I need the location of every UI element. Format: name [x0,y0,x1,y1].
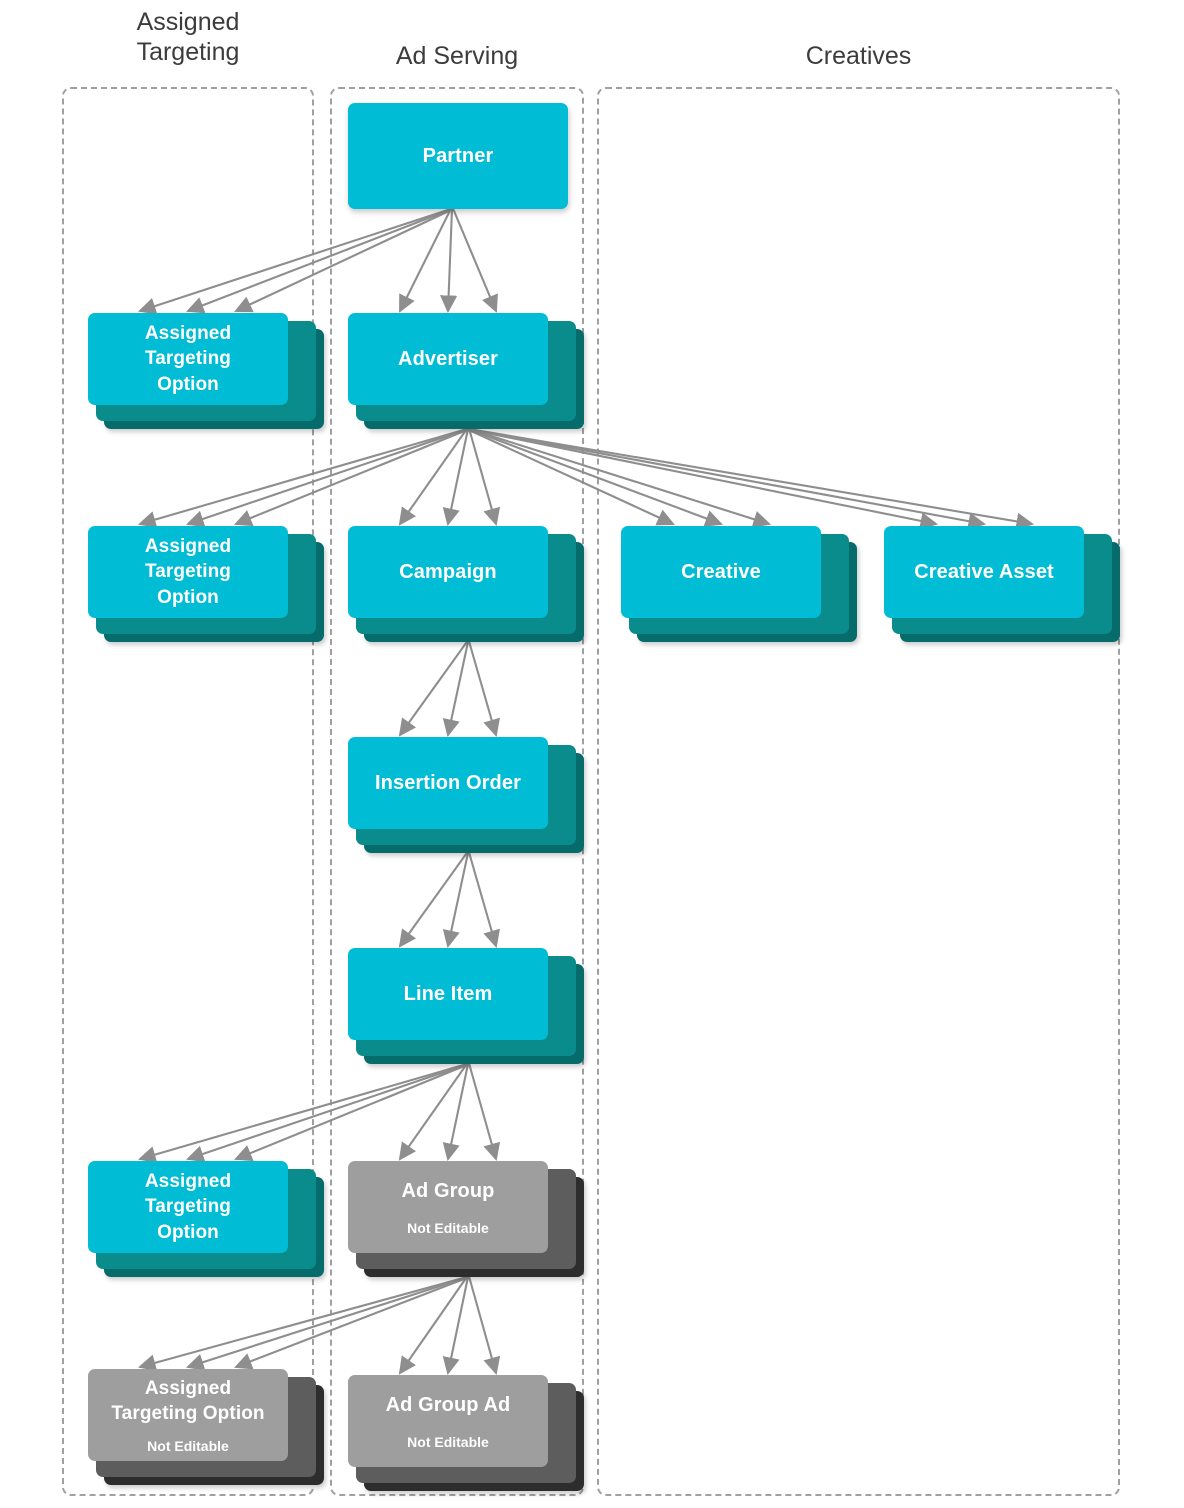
node-ato-line-item-title-line-2: Targeting [144,1196,232,1218]
node-line-item-card[interactable]: Line Item [348,948,548,1040]
node-insertion-order-card[interactable]: Insertion Order [348,737,548,829]
node-ad-group-ad-card[interactable]: Ad Group Ad Not Editable [348,1375,548,1467]
node-ato-partner-title-line-2: Targeting [144,348,232,370]
node-partner[interactable]: Partner [348,103,584,223]
node-ad-group-ad-title: Ad Group Ad [385,1393,511,1416]
node-ato-line-item-title-line-1: Assigned [144,1171,232,1193]
column-header-line-2: Targeting [136,37,240,66]
node-ad-group-subtitle: Not Editable [407,1220,489,1237]
node-creative[interactable]: Creative [621,526,857,646]
node-ad-group[interactable]: Ad Group Not Editable [348,1161,584,1281]
column-header-ad-serving: Ad Serving [395,42,519,70]
node-advertiser-title: Advertiser [398,347,498,370]
node-creative-asset[interactable]: Creative Asset [884,526,1120,646]
node-ad-group-card[interactable]: Ad Group Not Editable [348,1161,548,1253]
node-line-item-title: Line Item [403,982,493,1005]
node-partner-title: Partner [422,144,494,167]
node-ato-ad-group-title-line-2: Targeting Option [111,1403,265,1424]
node-campaign-title: Campaign [399,560,497,583]
node-insertion-order[interactable]: Insertion Order [348,737,584,857]
node-insertion-order-title: Insertion Order [375,771,521,794]
node-creative-title: Creative [681,560,761,583]
node-ad-group-title: Ad Group [401,1179,495,1202]
node-line-item[interactable]: Line Item [348,948,584,1068]
node-creative-asset-title: Creative Asset [914,560,1054,583]
node-ato-partner-title-line-3: Option [157,373,219,395]
column-header-line-1: Assigned [136,8,240,36]
node-ato-advertiser-title-line-2: Targeting [144,561,232,583]
group-box-creatives [597,87,1120,1496]
node-campaign-card[interactable]: Campaign [348,526,548,618]
group-box-assigned-targeting [62,87,314,1496]
node-ato-line-item-title-line-3: Option [157,1221,219,1243]
node-ad-group-ad-subtitle: Not Editable [407,1434,489,1451]
node-advertiser-card[interactable]: Advertiser [348,313,548,405]
node-ato-advertiser-title-line-3: Option [157,586,219,608]
node-creative-card[interactable]: Creative [621,526,821,618]
node-ad-group-ad[interactable]: Ad Group Ad Not Editable [348,1375,584,1495]
node-ato-ad-group-subtitle: Not Editable [147,1438,229,1455]
node-ato-partner-title-line-1: Assigned [144,323,232,345]
node-creative-asset-card[interactable]: Creative Asset [884,526,1084,618]
column-header-assigned-targeting: Assigned Targeting [62,8,314,67]
node-ato-advertiser-title-line-1: Assigned [144,536,232,558]
node-campaign[interactable]: Campaign [348,526,584,646]
column-header-creatives: Creatives [805,42,912,70]
node-ato-ad-group-title-line-1: Assigned [144,1377,232,1399]
node-partner-card[interactable]: Partner [348,103,568,209]
node-advertiser[interactable]: Advertiser [348,313,584,433]
